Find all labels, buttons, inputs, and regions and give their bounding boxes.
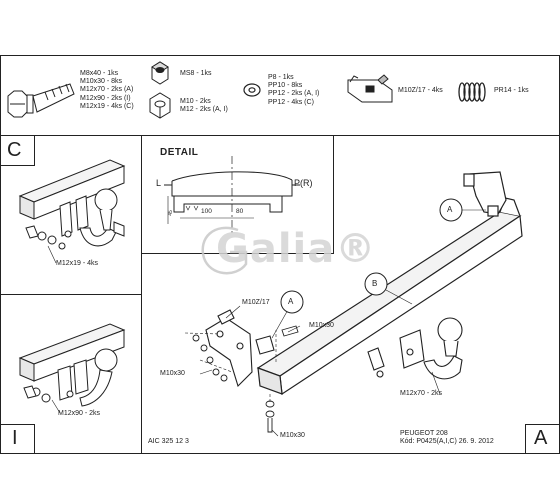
m12x70-label: M12x70 - 2ks xyxy=(400,390,443,397)
panel-i-hitch-sketch xyxy=(18,323,126,407)
assembly-leaders xyxy=(184,330,277,404)
i-letter-box xyxy=(0,424,35,454)
galia-logo xyxy=(201,226,248,275)
a-letter-box xyxy=(525,424,560,454)
m10x30-right-label: M10x30 xyxy=(309,322,334,329)
c-letter-box xyxy=(0,135,35,166)
bolt-icon xyxy=(7,83,75,118)
detail-sketch xyxy=(164,156,300,236)
detail-dim-100: 100 xyxy=(201,208,212,215)
bolt-spec-list: M8x40 - 1ks M10x30 - 8ks M12x70 - 2ks (A… xyxy=(80,70,134,111)
panel-i-bolt-label: M12x90 - 2ks xyxy=(58,410,101,417)
callout-a-left: A xyxy=(288,297,294,306)
callout-a-right: A xyxy=(447,205,453,214)
nut-ms8-label: MS8 - 1ks xyxy=(180,70,212,77)
washer-label-2: PP10 - 8ks xyxy=(268,82,303,90)
washer-labels: P8 - 1ks PP10 - 8ks PP12 - 2ks (A, I) PP… xyxy=(268,74,319,107)
m10x30-bottom-label: M10x30 xyxy=(280,432,305,439)
bolt-spec-5: M12x19 - 4ks (C) xyxy=(80,102,134,110)
nut-m10-labels: M10 - 2ks M12 - 2ks (A, I) xyxy=(180,98,228,114)
hex-nut-m10-icon xyxy=(149,92,171,119)
callout-leaders xyxy=(199,209,486,437)
clip-bracket-icon xyxy=(347,74,393,103)
main-fasteners xyxy=(192,325,299,433)
callout-b-circle xyxy=(364,272,388,296)
m10x30-left-label: M10x30 xyxy=(160,370,185,377)
detail-dim-45: 45 xyxy=(167,210,174,216)
bracket-callout-label: M10Z/17 xyxy=(242,299,270,306)
panel-a-letter: A xyxy=(534,427,548,449)
panel-c-hitch-sketch xyxy=(18,159,126,250)
nut-m12-label: M12 - 2ks (A, I) xyxy=(180,106,228,114)
callout-a-left-circle xyxy=(280,290,304,314)
detail-dim-80: 80 xyxy=(236,208,244,215)
detail-title: DETAIL xyxy=(160,147,199,158)
washer-label-1: P8 - 1ks xyxy=(268,74,294,81)
bolt-spec-2: M10x30 - 8ks xyxy=(80,78,123,86)
callout-b: B xyxy=(372,279,378,288)
spring-label: PR14 - 1ks xyxy=(494,87,529,94)
vehicle-name: PEUGEOT 208 xyxy=(400,430,448,437)
main-crossbar xyxy=(256,171,523,396)
panel-c-letter: C xyxy=(7,139,22,161)
washer-label-4: PP12 - 4ks (C) xyxy=(268,98,314,106)
bolt-spec-1: M8x40 - 1ks xyxy=(80,70,119,77)
panel-i-letter: I xyxy=(12,427,18,449)
main-tow-ball xyxy=(367,317,463,380)
hex-nut-ms8-icon xyxy=(151,61,169,85)
detail-left-label: L xyxy=(156,178,162,188)
drawing-number: AIC 325 12 3 xyxy=(148,438,189,445)
bolt-spec-3: M12x70 - 2ks (A) xyxy=(80,86,134,94)
washer-label-3: PP12 - 2ks (A, I) xyxy=(268,90,320,98)
bracket-label: M10Z/17 - 4ks xyxy=(398,87,443,94)
detail-box xyxy=(141,135,334,254)
spring-icon xyxy=(458,82,486,102)
washer-icon xyxy=(243,83,261,97)
detail-right-label: P(R) xyxy=(294,178,313,188)
bolt-spec-4: M12x90 - 2ks (I) xyxy=(80,94,131,102)
callout-a-right-circle xyxy=(439,198,463,222)
main-left-bracket xyxy=(205,309,275,388)
galia-logo-text: Galia® xyxy=(216,226,377,272)
nut-m10-label: M10 - 2ks xyxy=(180,98,211,105)
product-code: Kód: P0425(A,I,C) 26. 9. 2012 xyxy=(400,438,494,445)
panel-c-bolt-label: M12x19 - 4ks xyxy=(56,260,99,267)
